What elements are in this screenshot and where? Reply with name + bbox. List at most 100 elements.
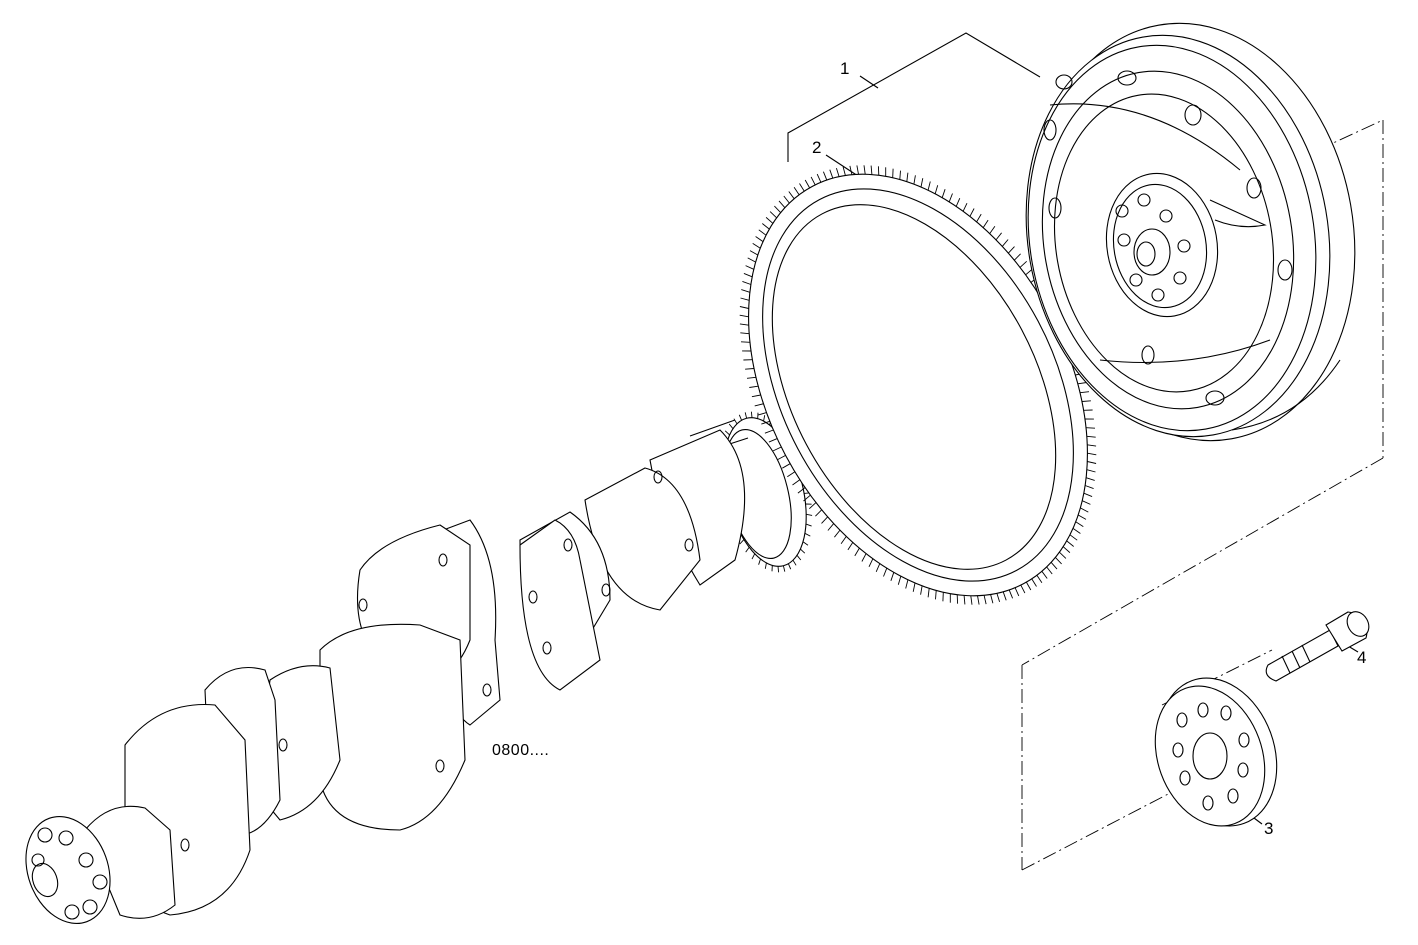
gear-tooth [1019, 260, 1028, 268]
gear-tooth [1072, 528, 1081, 534]
gear-tooth [1082, 500, 1091, 505]
gear-tooth [977, 595, 980, 605]
gear-tooth [870, 165, 873, 175]
gear-tooth [890, 572, 895, 581]
gear-tooth [934, 185, 939, 194]
gear-tooth [728, 423, 734, 429]
gear-tooth [765, 217, 774, 224]
gear-tooth [739, 323, 749, 326]
gear-tooth [847, 542, 854, 551]
gear-tooth [1086, 435, 1096, 438]
gear-tooth [751, 394, 761, 398]
gear-tooth [800, 548, 806, 554]
gear-tooth [982, 219, 989, 228]
gear-tooth [764, 562, 767, 569]
gear-tooth [783, 195, 790, 204]
gear-tooth [854, 547, 860, 557]
gear-tooth [935, 590, 937, 600]
gear-tooth [772, 446, 782, 452]
gear-tooth [768, 438, 778, 443]
gear-tooth [733, 418, 738, 425]
gear-tooth [792, 559, 797, 566]
gear-tooth [746, 376, 757, 379]
gear-tooth [970, 595, 973, 605]
gear-tooth [963, 595, 966, 605]
ring-gear-icon [739, 165, 1097, 605]
gear-tooth [764, 429, 774, 434]
gear-tooth [863, 165, 866, 175]
gear-tooth [815, 509, 823, 517]
gear-tooth [1086, 469, 1096, 473]
gear-tooth [927, 181, 931, 191]
gear-tooth [1031, 578, 1037, 587]
gear-tooth [1077, 382, 1087, 385]
gear-tooth [816, 173, 822, 183]
gear-tooth [989, 226, 996, 234]
gear-tooth [799, 183, 805, 192]
gear-tooth [941, 189, 946, 198]
gear-tooth [752, 243, 761, 249]
gear-tooth [842, 166, 846, 176]
gear-tooth [849, 165, 853, 175]
gear-tooth [740, 332, 750, 335]
gear-tooth [797, 487, 806, 494]
gear-tooth [906, 172, 909, 182]
reference-code: 0800.... [492, 742, 549, 759]
gear-tooth [758, 229, 767, 236]
gear-tooth [777, 455, 786, 460]
callout-4: 4 [1357, 648, 1366, 667]
gear-tooth [758, 558, 761, 565]
gear-tooth [762, 223, 770, 230]
gear-tooth [755, 236, 764, 242]
bolt-icon [1265, 611, 1370, 682]
gear-tooth [1002, 591, 1007, 601]
gear-tooth [745, 368, 755, 370]
gear-tooth [741, 289, 751, 293]
gear-tooth [769, 211, 777, 219]
washer-plate-icon [1154, 677, 1278, 827]
gear-tooth [856, 165, 859, 175]
gear-tooth [969, 208, 975, 217]
gear-tooth [861, 553, 867, 562]
flywheel-icon [1025, 22, 1356, 442]
gear-tooth [1041, 570, 1048, 579]
gear-tooth [803, 494, 811, 502]
gear-tooth [743, 272, 753, 278]
gear-tooth [1036, 574, 1043, 583]
gear-tooth [802, 541, 809, 546]
gear-tooth [747, 257, 756, 263]
gear-tooth [1079, 391, 1090, 394]
crankshaft-icon [25, 411, 813, 925]
gear-tooth [1077, 514, 1087, 520]
gear-tooth [899, 170, 901, 180]
gear-tooth [1046, 566, 1053, 575]
gear-tooth [805, 523, 812, 527]
gear-tooth [1007, 246, 1015, 254]
gear-tooth [962, 203, 968, 212]
gear-tooth [806, 513, 813, 516]
gear-tooth [761, 420, 770, 425]
gear-tooth [827, 523, 835, 531]
gear-tooth [774, 205, 781, 213]
gear-tooth [1075, 521, 1084, 527]
gear-tooth [742, 280, 752, 285]
gear-tooth [739, 539, 745, 545]
gear-tooth [777, 566, 780, 573]
gear-tooth [822, 171, 828, 181]
callout-3: 3 [1264, 819, 1273, 838]
callout-2: 2 [812, 138, 821, 157]
gear-tooth [804, 532, 811, 537]
gear-tooth [782, 463, 791, 469]
gear-tooth [796, 555, 802, 561]
gear-tooth [1085, 427, 1096, 429]
gear-tooth [1066, 540, 1074, 547]
gear-tooth [920, 178, 924, 188]
gear-tooth [1001, 239, 1009, 247]
gear-tooth [1050, 562, 1058, 570]
gear-tooth [1087, 452, 1097, 456]
gear-tooth [808, 502, 817, 510]
gear-tooth [1087, 461, 1097, 464]
gear-tooth [745, 265, 754, 270]
gear-tooth [739, 314, 749, 318]
